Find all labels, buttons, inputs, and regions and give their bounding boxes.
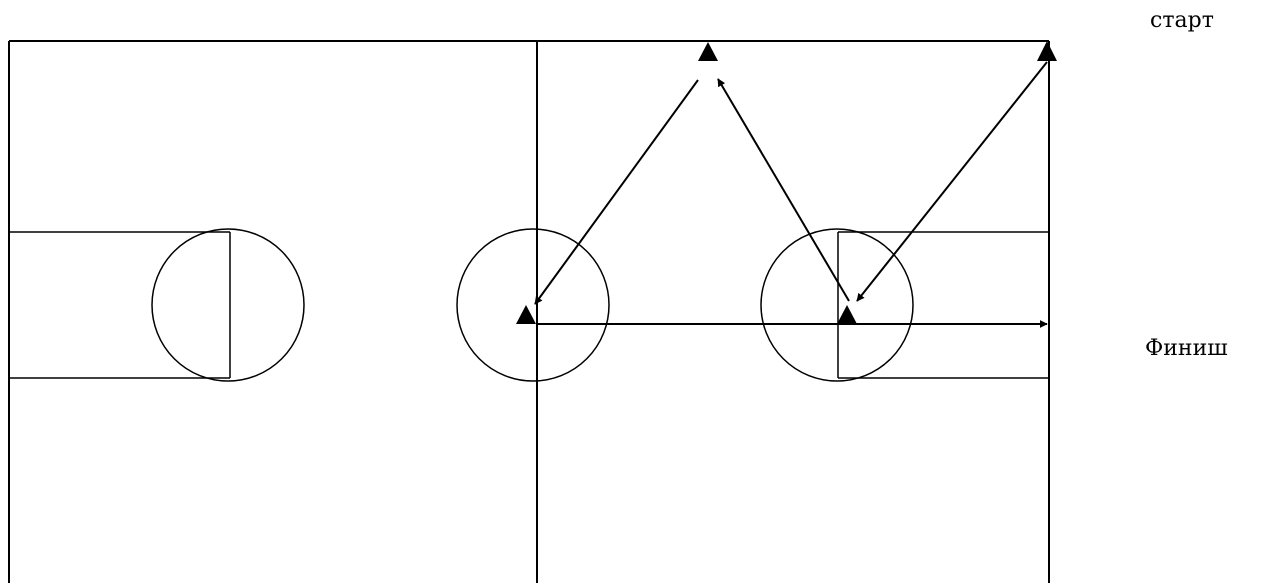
cone-marker-start bbox=[1037, 41, 1057, 61]
start-label: старт bbox=[1150, 8, 1214, 33]
right-free-throw-circle bbox=[760, 228, 914, 382]
arrow-top-to-center bbox=[534, 79, 699, 305]
court-outline bbox=[8, 40, 1050, 583]
arrow-start-to-free-throw bbox=[856, 61, 1048, 302]
center-circle bbox=[456, 228, 610, 382]
cone-marker-center bbox=[516, 305, 536, 324]
arrow-free-throw-to-top bbox=[717, 78, 850, 302]
right-key-area bbox=[760, 228, 1049, 382]
cone-marker-right-free-throw bbox=[837, 305, 857, 324]
finish-label: Финиш bbox=[1145, 336, 1228, 361]
cone-marker-top-center bbox=[698, 42, 718, 61]
route-arrows bbox=[534, 61, 1048, 328]
left-free-throw-circle bbox=[151, 228, 305, 382]
left-key-area bbox=[9, 228, 305, 382]
cone-markers bbox=[516, 41, 1057, 324]
